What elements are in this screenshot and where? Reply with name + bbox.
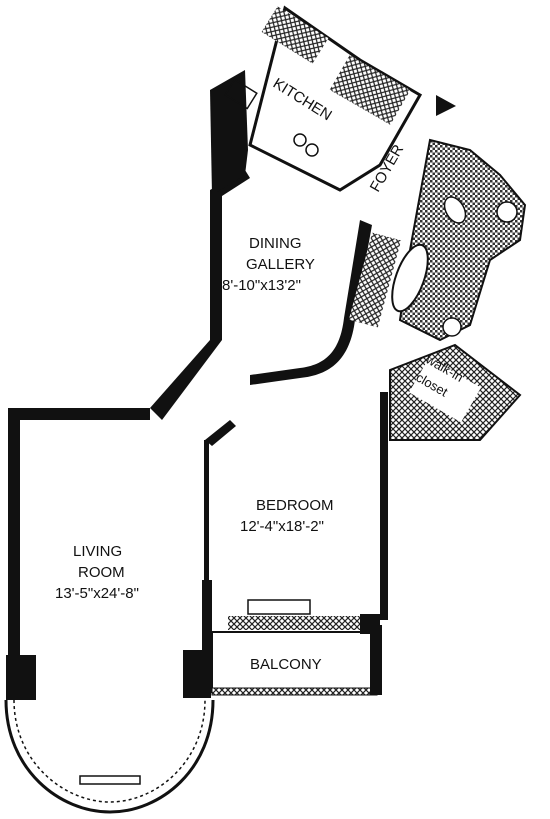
gallery-wall-upper-left — [210, 170, 250, 340]
bathtub-icon — [391, 243, 429, 313]
kitchen-wall-block — [210, 70, 248, 195]
dining-name-2: GALLERY — [246, 256, 315, 273]
kitchen-cabinets — [329, 55, 411, 125]
shower-icon — [442, 317, 462, 337]
bedroom-wall-left — [204, 440, 209, 580]
sink-round-icon — [496, 201, 518, 223]
living-room-pier-right — [183, 650, 211, 698]
balcony-name: BALCONY — [250, 656, 322, 673]
gallery-lower-wall — [205, 420, 236, 446]
kitchen: KITCHEN — [210, 5, 456, 195]
bedroom: BEDROOM 12'-4"x18'-2" — [204, 392, 388, 634]
foyer-bath: FOYER — [348, 138, 527, 342]
living-room-name-1: LIVING — [73, 543, 122, 560]
dining-gallery: DINING GALLERY 8'-10"x13'2" — [150, 170, 372, 446]
radiator — [79, 775, 141, 785]
bedroom-wall-right — [380, 392, 388, 620]
bath-block — [398, 138, 527, 342]
bay-window — [4, 699, 215, 814]
gallery-wall-right — [250, 220, 372, 385]
bedroom-name: BEDROOM — [256, 497, 334, 514]
dining-name-1: DINING — [249, 235, 302, 252]
closet-clear-area — [409, 357, 481, 423]
living-room-wall-right — [202, 580, 212, 650]
balcony-rail — [211, 687, 378, 696]
balcony: BALCONY — [211, 625, 382, 696]
dining-dims: 8'-10"x13'2" — [222, 277, 301, 294]
kitchen-name: KITCHEN — [270, 75, 335, 124]
foyer-closet — [348, 232, 402, 328]
bedroom-dims: 12'-4"x18'-2" — [240, 518, 324, 535]
kitchen-outline — [248, 5, 423, 192]
living-room-dims: 13'-5"x24'-8" — [55, 585, 139, 602]
living-room-name-2: ROOM — [78, 564, 125, 581]
balcony-pier — [370, 625, 382, 695]
gallery-wall-left — [150, 340, 222, 420]
kitchen-counter — [261, 6, 329, 64]
walk-in-closet: walk-in closet — [389, 343, 522, 441]
living-room: LIVING ROOM 13'-5"x24'-8" — [4, 408, 215, 814]
entry-arrow-icon — [436, 95, 456, 116]
sink-icon — [224, 78, 258, 110]
bedroom-sliding-door — [228, 616, 360, 630]
bedroom-window-ledge — [247, 599, 311, 615]
toilet-icon — [443, 196, 467, 224]
stove-burner-icon-2 — [305, 143, 319, 157]
stove-burner-icon — [293, 133, 307, 147]
living-room-pier-left — [6, 655, 36, 700]
